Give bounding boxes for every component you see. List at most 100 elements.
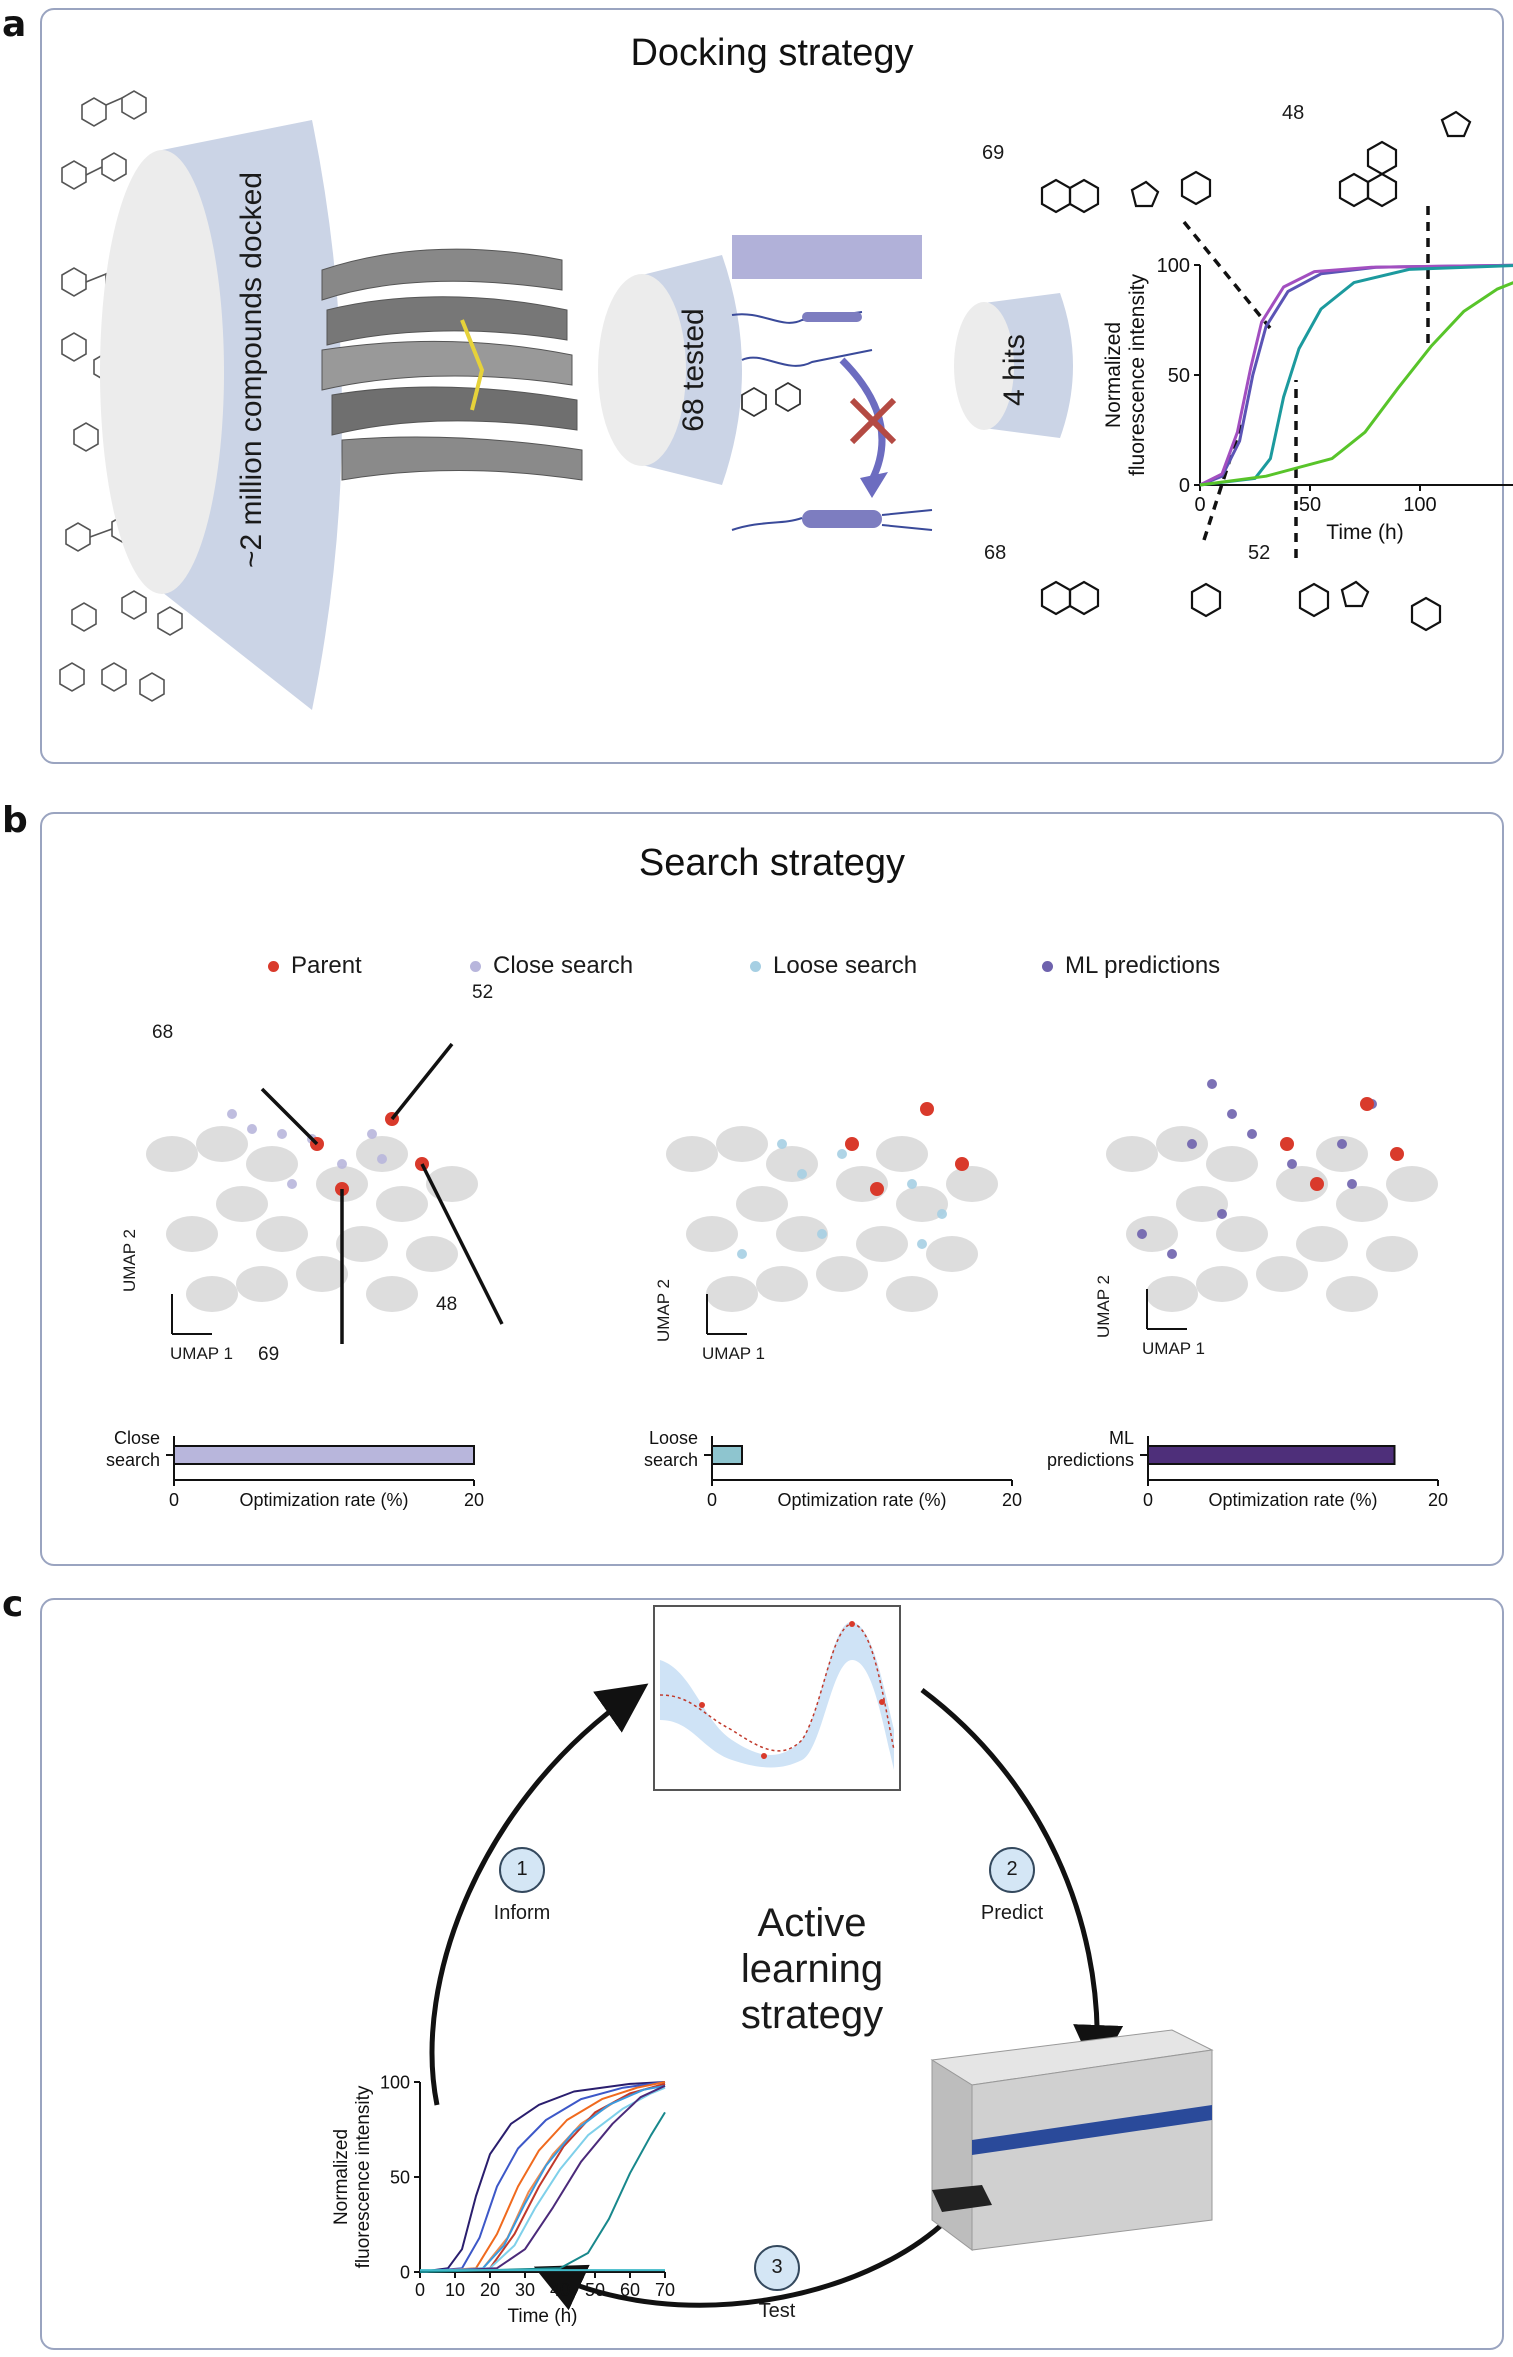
umap-point bbox=[367, 1129, 377, 1139]
funnel-stage-hits bbox=[954, 293, 1073, 438]
step-1-label: Inform bbox=[493, 1902, 551, 1924]
x-tick-label: 50 bbox=[585, 2280, 605, 2300]
plate-reader-icon bbox=[930, 2029, 1214, 2251]
x-tick-label: 60 bbox=[620, 2280, 640, 2300]
umap-point bbox=[907, 1179, 917, 1189]
umap-compound-69-label: 69 bbox=[258, 1344, 280, 1365]
y-tick-label: 100 bbox=[380, 2072, 410, 2092]
compound-69-label: 69 bbox=[982, 142, 1005, 164]
compound-68-label: 68 bbox=[984, 542, 1007, 564]
x-tick-label: 40 bbox=[550, 2280, 570, 2300]
y-tick-label: 0 bbox=[1179, 475, 1190, 497]
panel-b-title: Search strategy bbox=[638, 842, 906, 884]
stage-hits-label-wrap: 4 hits bbox=[980, 310, 1050, 430]
panel-search-strategy: Search strategy Parent Close search Loos… bbox=[40, 812, 1504, 1566]
optimization-bar bbox=[711, 1445, 743, 1465]
bar-x-tick-label: 20 bbox=[1002, 1490, 1022, 1510]
legend-parent-swatch bbox=[268, 961, 279, 973]
step-3-badge bbox=[754, 2245, 800, 2291]
compound-52-label: 52 bbox=[1248, 542, 1271, 564]
legend-loose-search: Loose search bbox=[750, 952, 917, 980]
step-2-label: Predict bbox=[980, 1902, 1044, 1924]
bar-category-label-line-2: search bbox=[644, 1450, 698, 1470]
y-axis-label-line-1: Normalized bbox=[1102, 322, 1125, 428]
bar-x-tick-label: 0 bbox=[707, 1490, 717, 1510]
umap-point bbox=[1227, 1109, 1237, 1119]
bar-x-axis-label: Optimization rate (%) bbox=[1208, 1490, 1377, 1510]
structure-leader-line bbox=[260, 1087, 319, 1146]
umap-axes bbox=[171, 1294, 212, 1335]
stage-hits-label: 4 hits bbox=[998, 334, 1031, 406]
optimization-rate-bars: 0 20 Optimization rate (%) Close search 0 20 Op… bbox=[106, 1428, 1448, 1510]
umap-point bbox=[1347, 1179, 1357, 1189]
legend-close-swatch bbox=[470, 961, 481, 973]
step-3-number: 3 bbox=[771, 2256, 783, 2278]
umap-parent-point bbox=[1280, 1137, 1294, 1151]
x-axis-label: Time (h) bbox=[507, 2306, 577, 2327]
panel-b-label: b bbox=[2, 800, 28, 841]
y-axis-label-line-1: Normalized bbox=[331, 2129, 352, 2225]
cycle-title-line-2: learning bbox=[740, 1947, 884, 1991]
umap-parent-point bbox=[1310, 1177, 1324, 1191]
x-axis-label: Time (h) bbox=[1326, 521, 1403, 544]
series-line-1 bbox=[1199, 263, 1513, 487]
structure-leader-line bbox=[420, 1163, 504, 1325]
aggregation-kinetics-chart: 050100150050100Time (h)Normalizedfluores… bbox=[1102, 255, 1513, 544]
stage-docked-label: ~2 million compounds docked bbox=[235, 171, 268, 569]
umap-point bbox=[1137, 1229, 1147, 1239]
step-3-label: Test bbox=[758, 2300, 796, 2322]
series-line-1 bbox=[419, 2081, 666, 2273]
step-1-badge bbox=[499, 1847, 545, 1893]
x-tick-label: 10 bbox=[445, 2280, 465, 2300]
y-tick-label: 50 bbox=[1168, 365, 1190, 387]
umap-background-cloud bbox=[146, 1126, 478, 1312]
umap-point bbox=[1187, 1139, 1197, 1149]
bar-x-axis-label: Optimization rate (%) bbox=[777, 1490, 946, 1510]
bar-x-tick-label: 0 bbox=[169, 1490, 179, 1510]
panel-active-learning-strategy: 1 Inform 2 Predict 3 Test Active learnin… bbox=[40, 1598, 1504, 2350]
y-tick-label: 100 bbox=[1157, 255, 1190, 277]
umap-compound-52-label: 52 bbox=[472, 982, 494, 1003]
stage-docked-label-wrap: ~2 million compounds docked bbox=[202, 160, 302, 580]
umap-point bbox=[377, 1154, 387, 1164]
umap-compound-68-label: 68 bbox=[152, 1022, 174, 1043]
series-line-2 bbox=[1199, 263, 1513, 487]
umap-parent-point bbox=[870, 1182, 884, 1196]
legend-ml-swatch bbox=[1042, 961, 1053, 973]
x-tick-label: 0 bbox=[1194, 494, 1205, 516]
legend-close-label: Close search bbox=[493, 952, 634, 979]
optimization-bar bbox=[173, 1445, 475, 1465]
umap-point bbox=[247, 1124, 257, 1134]
cycle-title: Active learning strategy bbox=[662, 1900, 962, 2038]
series-line-2 bbox=[419, 2081, 666, 2273]
bar-category-label-line-2: predictions bbox=[1047, 1450, 1134, 1470]
y-axis-label-line-2: fluorescence intensity bbox=[1126, 274, 1149, 476]
umap-point bbox=[287, 1179, 297, 1189]
x-tick-label: 100 bbox=[1403, 494, 1436, 516]
step-2-number: 2 bbox=[1006, 1858, 1018, 1880]
panel-c-label: c bbox=[2, 1584, 24, 1625]
docking-illustration bbox=[59, 90, 1472, 710]
y-tick-label: 50 bbox=[390, 2167, 410, 2187]
step-1-number: 1 bbox=[516, 1858, 528, 1880]
umap-background-cloud bbox=[1106, 1126, 1438, 1312]
model-prediction-plot bbox=[653, 1605, 901, 1791]
stage-tested-label-wrap: 68 tested bbox=[654, 270, 734, 470]
bar-category-label-line-1: Close bbox=[114, 1428, 160, 1448]
series-line-3 bbox=[419, 2081, 666, 2273]
umap-point bbox=[817, 1229, 827, 1239]
umap-point bbox=[777, 1139, 787, 1149]
bar-x-tick-label: 20 bbox=[1428, 1490, 1448, 1510]
umap-compound-48-label: 48 bbox=[436, 1294, 458, 1315]
arrow-inform bbox=[429, 1683, 649, 2106]
cycle-title-line-3: strategy bbox=[740, 1993, 884, 2037]
legend-parent: Parent bbox=[268, 952, 362, 980]
bar-category-label-line-1: ML bbox=[1109, 1428, 1134, 1448]
legend-ml-label: ML predictions bbox=[1065, 952, 1221, 979]
stage-tested-label: 68 tested bbox=[677, 308, 710, 432]
umap-point bbox=[937, 1209, 947, 1219]
umap-point bbox=[1207, 1079, 1217, 1089]
umap-point bbox=[227, 1109, 237, 1119]
structure-leader-line bbox=[390, 1042, 454, 1121]
umap-plots bbox=[146, 1042, 1438, 1344]
